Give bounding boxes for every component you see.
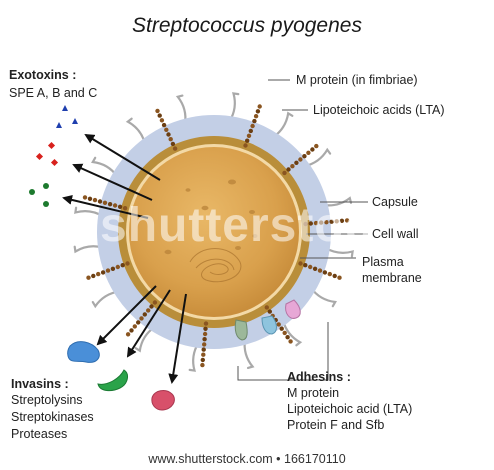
label-plasma: Plasma <box>362 255 404 269</box>
lta-chain <box>200 321 209 368</box>
label-capsule: Capsule <box>372 195 418 209</box>
lta-chains <box>82 104 350 368</box>
invasin-proteases: Proteases <box>11 427 68 441</box>
toxin-red-square <box>47 141 56 150</box>
invasin-pink-blob <box>151 390 175 411</box>
diagram-title: Streptococcus pyogenes <box>132 14 362 37</box>
arrow-invasin-green <box>126 289 171 358</box>
exotoxin-molecules <box>29 105 78 207</box>
toxin-green-dot <box>43 201 49 207</box>
lta-chain <box>243 104 262 148</box>
arrow-invasin-blue <box>96 285 157 346</box>
cytoplasm <box>129 147 299 317</box>
toxin-blue-triangle <box>62 105 68 111</box>
invasin-streptokinases: Streptokinases <box>11 410 94 424</box>
label-lta: Lipoteichoic acids (LTA) <box>313 103 445 117</box>
lta-chain <box>303 218 350 227</box>
arrow-exotoxin-blue <box>84 133 161 181</box>
cytoplasm-granules <box>164 179 258 255</box>
lta-chain <box>282 143 319 176</box>
adhesin-m-protein: M protein <box>287 386 340 400</box>
adhesins-heading: Adhesins : <box>287 370 351 384</box>
arrow-invasin-pink <box>168 293 187 384</box>
footer-text: www.shutterstock.com • 166170110 <box>148 452 346 466</box>
toxin-red-square <box>50 158 59 167</box>
lta-chain <box>155 108 178 151</box>
label-membrane: membrane <box>362 271 422 285</box>
exotoxins-heading: Exotoxins : <box>9 68 77 82</box>
lta-chain <box>82 195 128 211</box>
lta-chain <box>86 261 130 280</box>
invasins-heading: Invasins : <box>11 377 69 391</box>
lta-chain <box>298 261 342 280</box>
surface-adhesins <box>234 299 301 341</box>
invasin-molecules <box>67 341 175 411</box>
invasin-streptolysins: Streptolysins <box>11 393 83 407</box>
adhesin-lta: Lipoteichoic acid (LTA) <box>287 402 413 416</box>
lta-chain <box>125 300 158 337</box>
arrow-exotoxin-red <box>72 163 153 201</box>
toxin-green-dot <box>43 183 49 189</box>
exotoxins-items: SPE A, B and C <box>9 86 98 100</box>
adhesin-protein-f-sfb: Protein F and Sfb <box>287 418 385 432</box>
label-m-protein: M protein (in fimbriae) <box>296 73 418 87</box>
invasin-green-blob <box>97 369 128 392</box>
toxin-blue-triangle <box>56 122 62 128</box>
leader-lines <box>237 79 368 381</box>
nucleoid <box>189 248 242 283</box>
toxin-red-square <box>35 152 44 161</box>
toxin-green-dot <box>29 189 35 195</box>
toxin-blue-triangle <box>72 118 78 124</box>
label-cell-wall: Cell wall <box>372 227 419 241</box>
arrow-exotoxin-green <box>62 194 149 219</box>
invasin-blue-blob <box>67 341 100 363</box>
footer-bar <box>0 444 494 470</box>
secretion-arrows <box>62 133 187 384</box>
